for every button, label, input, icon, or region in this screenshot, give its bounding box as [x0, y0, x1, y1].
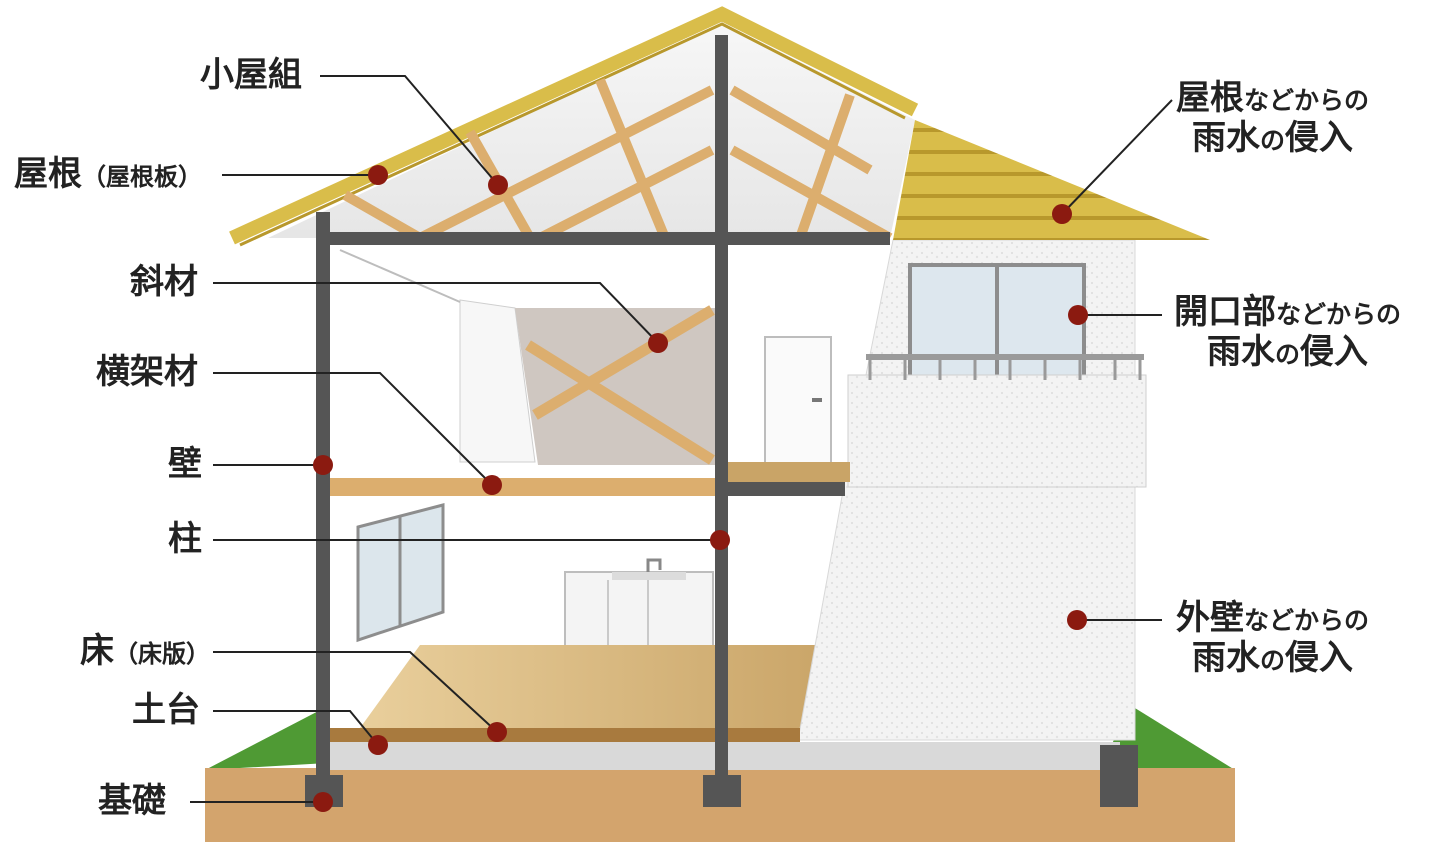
second-floor-room	[330, 245, 890, 467]
leader-lines	[190, 75, 1173, 803]
dodai-sill	[330, 728, 800, 742]
diagonal-brace	[525, 305, 715, 465]
label-yokokazai: 横架材	[96, 352, 198, 392]
dot-rain-opening	[1068, 305, 1088, 325]
footing-right	[1100, 745, 1138, 807]
label-kiso: 基礎	[98, 781, 166, 821]
roof-board	[229, 6, 919, 245]
dot-yuka	[487, 722, 507, 742]
footing-center	[703, 775, 741, 807]
label-yuka: 床（床版）	[80, 631, 210, 671]
attic-interior	[268, 22, 915, 238]
dot-rain-wall	[1067, 610, 1087, 630]
dot-dodai	[368, 735, 388, 755]
post-left	[316, 212, 330, 782]
structural-frame	[305, 35, 1138, 807]
label-yane: 屋根（屋根板）	[14, 154, 202, 194]
label-dodai: 土台	[132, 690, 200, 730]
dot-yane	[368, 165, 388, 185]
roof-truss	[342, 78, 893, 243]
mid-beam	[725, 482, 845, 496]
dot-shazai	[648, 333, 668, 353]
label-shazai: 斜材	[130, 262, 198, 302]
rain-label-wall: 外壁などからの 雨水の侵入	[1176, 598, 1370, 679]
dot-kabe	[313, 455, 333, 475]
callout-dots	[313, 165, 1088, 812]
second-floor-beam	[330, 478, 715, 496]
dot-yokokazai	[482, 475, 502, 495]
rain-label-roof: 屋根などからの 雨水の侵入	[1176, 78, 1370, 159]
second-floor-beam-right	[725, 462, 850, 482]
exterior-right	[797, 120, 1210, 741]
label-kabe: 壁	[168, 444, 202, 484]
dot-hashira	[710, 530, 730, 550]
first-floor-room	[330, 495, 840, 740]
kitchen-counter	[564, 571, 714, 648]
balcony-rail	[866, 354, 1144, 360]
rain-label-opening: 開口部などからの 雨水の侵入	[1174, 292, 1402, 373]
exterior-roof	[893, 120, 1210, 240]
dot-rain-roof	[1052, 204, 1072, 224]
post-center	[715, 35, 728, 780]
label-hashira: 柱	[168, 519, 202, 559]
roof-edge-shadow	[239, 22, 906, 247]
dot-kiso	[313, 792, 333, 812]
label-koyagumi: 小屋組	[200, 55, 302, 95]
balcony	[847, 374, 1147, 488]
roof-tie-beam	[316, 232, 890, 245]
dot-koyagumi	[488, 175, 508, 195]
floor-surface	[360, 645, 838, 728]
